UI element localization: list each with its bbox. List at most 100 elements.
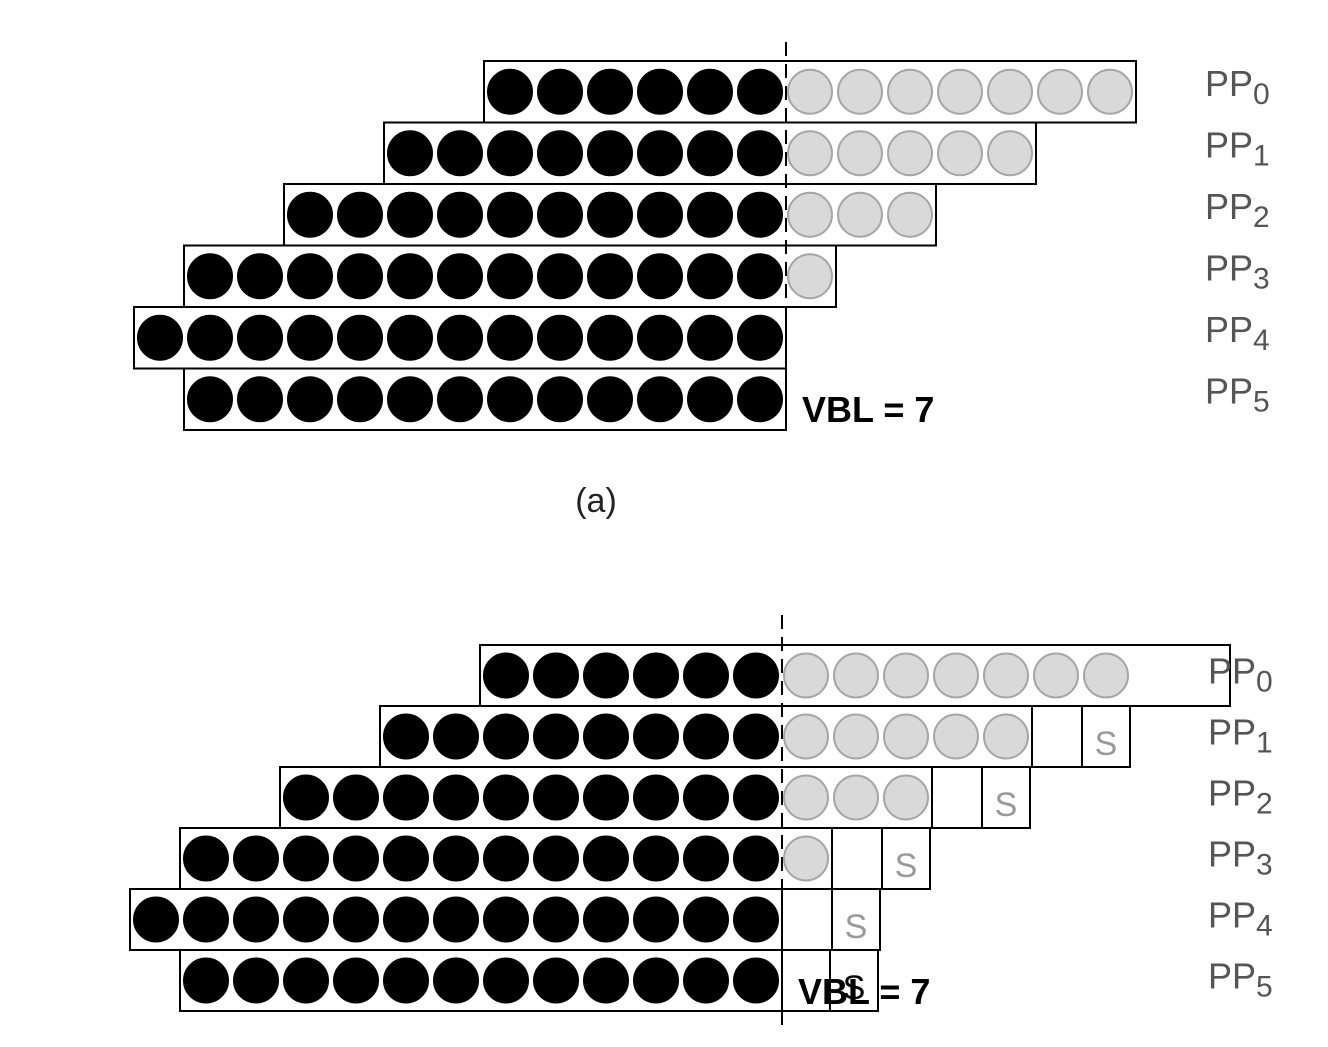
bit-dot-filled <box>683 835 729 882</box>
bit-dot-filled <box>283 774 329 821</box>
bit-dot-filled <box>687 253 733 300</box>
bit-dot-empty <box>787 191 833 238</box>
bit-dot-filled <box>387 130 433 177</box>
bit-dot-empty <box>1033 652 1079 699</box>
bit-dot-empty <box>933 652 979 699</box>
bit-dot-filled <box>683 713 729 760</box>
partial-product-row-5: S <box>179 949 879 1012</box>
bit-dot-filled <box>333 835 379 882</box>
bit-dot-empty <box>783 652 829 699</box>
bit-dot-filled <box>487 191 533 238</box>
bit-dot-filled <box>287 253 333 300</box>
bit-dot-filled <box>583 774 629 821</box>
bit-dot-empty <box>787 253 833 300</box>
bit-dot-filled <box>733 713 779 760</box>
bit-dot-filled <box>237 253 283 300</box>
bit-dot-filled <box>187 376 233 423</box>
bit-dot-filled <box>687 191 733 238</box>
bit-dot-filled <box>437 376 483 423</box>
bit-dot-filled <box>483 774 529 821</box>
bit-dot-filled <box>687 130 733 177</box>
bit-dot-filled <box>133 896 179 943</box>
bit-dot-empty <box>987 130 1033 177</box>
bit-dot-filled <box>483 896 529 943</box>
bit-dot-filled <box>437 191 483 238</box>
partial-product-row-3 <box>183 244 837 308</box>
bit-dot-filled <box>383 896 429 943</box>
bit-dot-filled <box>337 314 383 361</box>
bit-dot-filled <box>737 191 783 238</box>
bit-dot-filled <box>583 652 629 699</box>
bit-dot-filled <box>383 774 429 821</box>
bit-dot-filled <box>387 314 433 361</box>
bit-dot-filled <box>637 376 683 423</box>
bit-dot-filled <box>487 253 533 300</box>
bit-dot-filled <box>587 130 633 177</box>
partial-product-row-3: S <box>179 827 931 890</box>
bit-dot-empty <box>837 130 883 177</box>
bit-dot-filled <box>633 835 679 882</box>
bit-dot-empty <box>937 130 983 177</box>
partial-product-row-1: S <box>379 705 1131 768</box>
bit-dot-filled <box>687 376 733 423</box>
row-label-pp5: PP5 <box>1208 956 1273 1004</box>
bit-dot-filled <box>383 957 429 1004</box>
bit-dot-empty <box>887 191 933 238</box>
bit-dot-filled <box>683 957 729 1004</box>
row-label-pp1: PP1 <box>1205 124 1270 172</box>
partial-product-row-2: S <box>279 766 1031 829</box>
bit-dot-empty <box>787 68 833 115</box>
bit-dot-filled <box>537 253 583 300</box>
bit-dot-filled <box>637 130 683 177</box>
bit-dot-empty <box>887 130 933 177</box>
bit-dot-filled <box>137 314 183 361</box>
bit-dot-filled <box>587 68 633 115</box>
bit-dot-empty <box>883 652 929 699</box>
bit-dot-empty <box>1037 68 1083 115</box>
bit-dot-empty <box>833 652 879 699</box>
bit-dot-filled <box>483 835 529 882</box>
bit-dot-filled <box>433 835 479 882</box>
bit-dot-filled <box>437 314 483 361</box>
bit-dot-filled <box>537 376 583 423</box>
bit-dot-filled <box>633 957 679 1004</box>
bit-dot-filled <box>533 896 579 943</box>
partial-product-row-4 <box>133 306 787 370</box>
bit-dot-filled <box>483 652 529 699</box>
bit-dot-filled <box>437 130 483 177</box>
bit-dot-filled <box>333 957 379 1004</box>
bit-dot-filled <box>287 191 333 238</box>
partial-product-row-2 <box>283 183 937 247</box>
bit-dot-empty <box>933 713 979 760</box>
bit-dot-filled <box>487 376 533 423</box>
bit-dot-filled <box>733 652 779 699</box>
bit-dot-filled <box>733 835 779 882</box>
bit-dot-filled <box>437 253 483 300</box>
bit-dot-filled <box>587 376 633 423</box>
partial-product-row-0 <box>479 644 1231 707</box>
bit-dot-empty <box>787 130 833 177</box>
bit-dot-filled <box>537 68 583 115</box>
bit-dot-filled <box>737 314 783 361</box>
bit-dot-filled <box>237 376 283 423</box>
row-label-pp0: PP0 <box>1205 63 1270 111</box>
sign-extension-5: S <box>843 969 866 1007</box>
bit-dot-empty <box>883 774 929 821</box>
partial-product-row-1 <box>383 121 1037 185</box>
bit-dot-filled <box>483 957 529 1004</box>
bit-dot-filled <box>433 957 479 1004</box>
bit-dot-filled <box>533 713 579 760</box>
bit-dot-filled <box>187 314 233 361</box>
bit-dot-filled <box>637 314 683 361</box>
bit-dot-filled <box>287 314 333 361</box>
bit-dot-filled <box>633 652 679 699</box>
bit-dot-filled <box>337 191 383 238</box>
bit-dot-filled <box>533 774 579 821</box>
sign-extension-2: S <box>995 786 1018 824</box>
bit-dot-filled <box>633 896 679 943</box>
bit-dot-filled <box>533 957 579 1004</box>
bit-dot-empty <box>937 68 983 115</box>
bit-dot-filled <box>587 314 633 361</box>
